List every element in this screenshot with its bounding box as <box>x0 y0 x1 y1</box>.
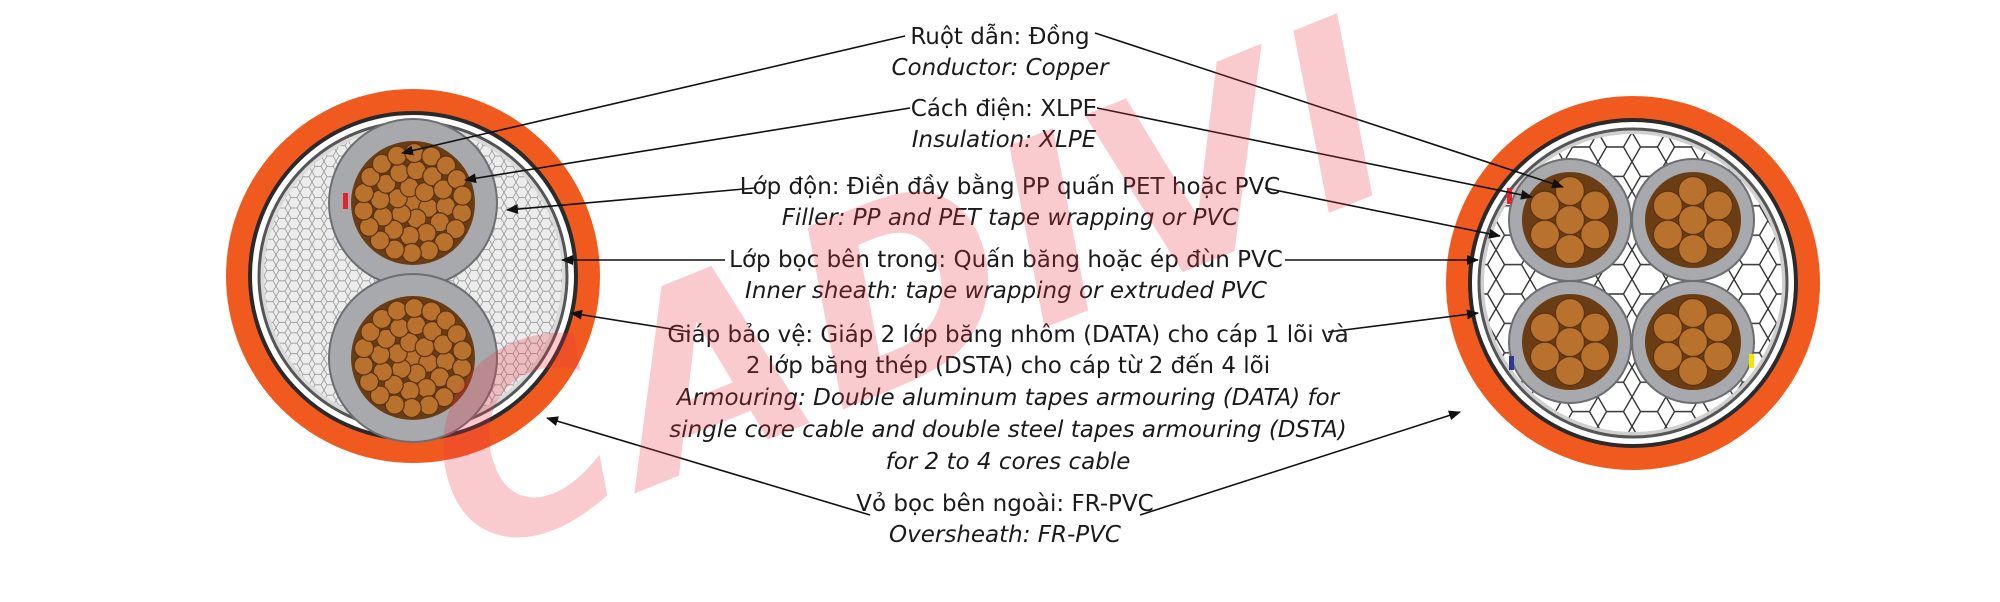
labels: Ruột dẫn: Đồng Conductor: Copper Cách đi… <box>667 22 1348 548</box>
copper-strand <box>401 242 422 264</box>
copper-strand <box>432 334 454 355</box>
copper-strand <box>384 239 405 260</box>
leader-filler-right <box>1264 187 1501 239</box>
core-marker-yellow <box>1749 354 1754 368</box>
copper-strand <box>422 166 443 187</box>
copper-strand <box>1555 233 1586 265</box>
copper-strand <box>387 145 408 166</box>
copper-strand <box>383 374 404 395</box>
copper-strand <box>384 394 405 415</box>
copper-strand <box>1579 190 1611 221</box>
copper-strand <box>387 300 408 321</box>
copper-strand <box>383 219 404 240</box>
copper-strand <box>1579 312 1611 343</box>
copper-strand <box>1652 341 1684 372</box>
copper-strand <box>1678 233 1709 265</box>
copper-strand <box>1529 312 1560 343</box>
copper-strand <box>1652 219 1684 250</box>
copper-strand <box>1677 204 1709 236</box>
copper-strand <box>1529 341 1561 372</box>
copper-strand <box>404 142 425 164</box>
copper-strand <box>436 310 457 331</box>
label-filler-vi: Lớp độn: Điền đầy bằng PP quấn PET hoặc … <box>740 173 1281 200</box>
cores-right <box>1507 158 1755 404</box>
copper-strand <box>1580 219 1611 250</box>
label-armouring-vi-2: 2 lớp băng thép (DSTA) cho cáp từ 2 đến … <box>746 353 1270 379</box>
copper-strand <box>1554 297 1585 329</box>
core-left-top <box>328 118 498 288</box>
cores-left <box>328 118 498 443</box>
copper-strand <box>421 301 442 322</box>
copper-strand <box>369 385 390 406</box>
copper-strand <box>404 297 425 319</box>
copper-strand <box>1702 312 1734 343</box>
copper-strand <box>445 373 466 395</box>
core-right-1 <box>1508 158 1632 282</box>
leader-filler-left <box>506 187 756 215</box>
copper-strand <box>1529 219 1561 250</box>
copper-strand <box>416 222 437 244</box>
copper-strand <box>1652 312 1683 343</box>
cable-2-core <box>226 89 600 463</box>
copper-strand <box>1580 341 1611 372</box>
label-oversheath-vi: Vỏ bọc bên ngoài: FR-PVC <box>856 491 1153 517</box>
leader-oversheath-right <box>1139 410 1461 516</box>
copper-strand <box>1703 219 1734 250</box>
label-oversheath-en: Oversheath: FR-PVC <box>889 522 1121 548</box>
core-marker-red <box>1507 188 1512 204</box>
core-left-bottom <box>328 273 498 443</box>
label-armouring-en-1: Armouring: Double aluminum tapes armouri… <box>675 385 1341 411</box>
core-marker-red <box>343 193 348 209</box>
leader-armouring-left <box>570 309 691 333</box>
label-armouring-en-2: single core cable and double steel tapes… <box>669 417 1347 443</box>
copper-strand <box>452 340 473 361</box>
leader-conductor-right <box>1094 32 1564 189</box>
leader-insulation-right <box>1096 107 1533 200</box>
label-inner-sheath-vi: Lớp bọc bên trong: Quấn băng hoặc ép đùn… <box>729 247 1283 273</box>
core-right-2 <box>1631 158 1755 282</box>
leader-insulation-left <box>464 107 911 184</box>
copper-strand <box>1554 175 1585 207</box>
copper-strand <box>422 321 443 342</box>
copper-strand <box>1677 297 1708 329</box>
copper-strand <box>432 179 454 200</box>
label-inner-sheath-en: Inner sheath: tape wrapping or extruded … <box>745 278 1267 304</box>
copper-strand <box>1555 355 1586 387</box>
leader-oversheath-left <box>546 416 871 516</box>
copper-strand <box>1529 190 1560 221</box>
label-conductor-vi: Ruột dẫn: Đồng <box>910 22 1089 50</box>
copper-strand <box>1554 204 1586 236</box>
copper-strand <box>445 218 466 240</box>
copper-strand <box>1702 190 1734 221</box>
copper-strand <box>436 155 457 176</box>
copper-strand <box>1554 326 1586 358</box>
leader-armouring-right <box>1327 309 1479 333</box>
core-right-4 <box>1631 280 1755 404</box>
cable-4-core <box>1446 96 1820 470</box>
copper-strand <box>360 166 381 188</box>
leader-conductor-left <box>401 35 906 156</box>
label-conductor-en: Conductor: Copper <box>891 55 1110 81</box>
core-right-3 <box>1508 280 1632 404</box>
label-armouring-en-3: for 2 to 4 cores cable <box>886 449 1131 475</box>
copper-strand <box>418 240 439 261</box>
copper-strand <box>1703 341 1734 372</box>
label-insulation-vi: Cách điện: XLPE <box>911 96 1097 122</box>
copper-strand <box>353 355 374 376</box>
copper-strand <box>1677 326 1709 358</box>
core-marker-blue <box>1509 356 1514 370</box>
label-insulation-en: Insulation: XLPE <box>912 127 1097 153</box>
copper-strand <box>1652 190 1683 221</box>
leader-lines <box>401 32 1564 516</box>
copper-strand <box>1678 355 1709 387</box>
copper-strand <box>353 200 374 221</box>
label-armouring-vi-1: Giáp bảo vệ: Giáp 2 lớp băng nhôm (DATA)… <box>667 322 1348 348</box>
copper-strand <box>360 321 381 343</box>
label-filler-en: Filler: PP and PET tape wrapping or PVC <box>782 205 1239 231</box>
copper-strand <box>369 230 390 251</box>
copper-strand <box>452 185 473 206</box>
copper-strand <box>389 162 410 184</box>
copper-strand <box>1677 175 1708 207</box>
